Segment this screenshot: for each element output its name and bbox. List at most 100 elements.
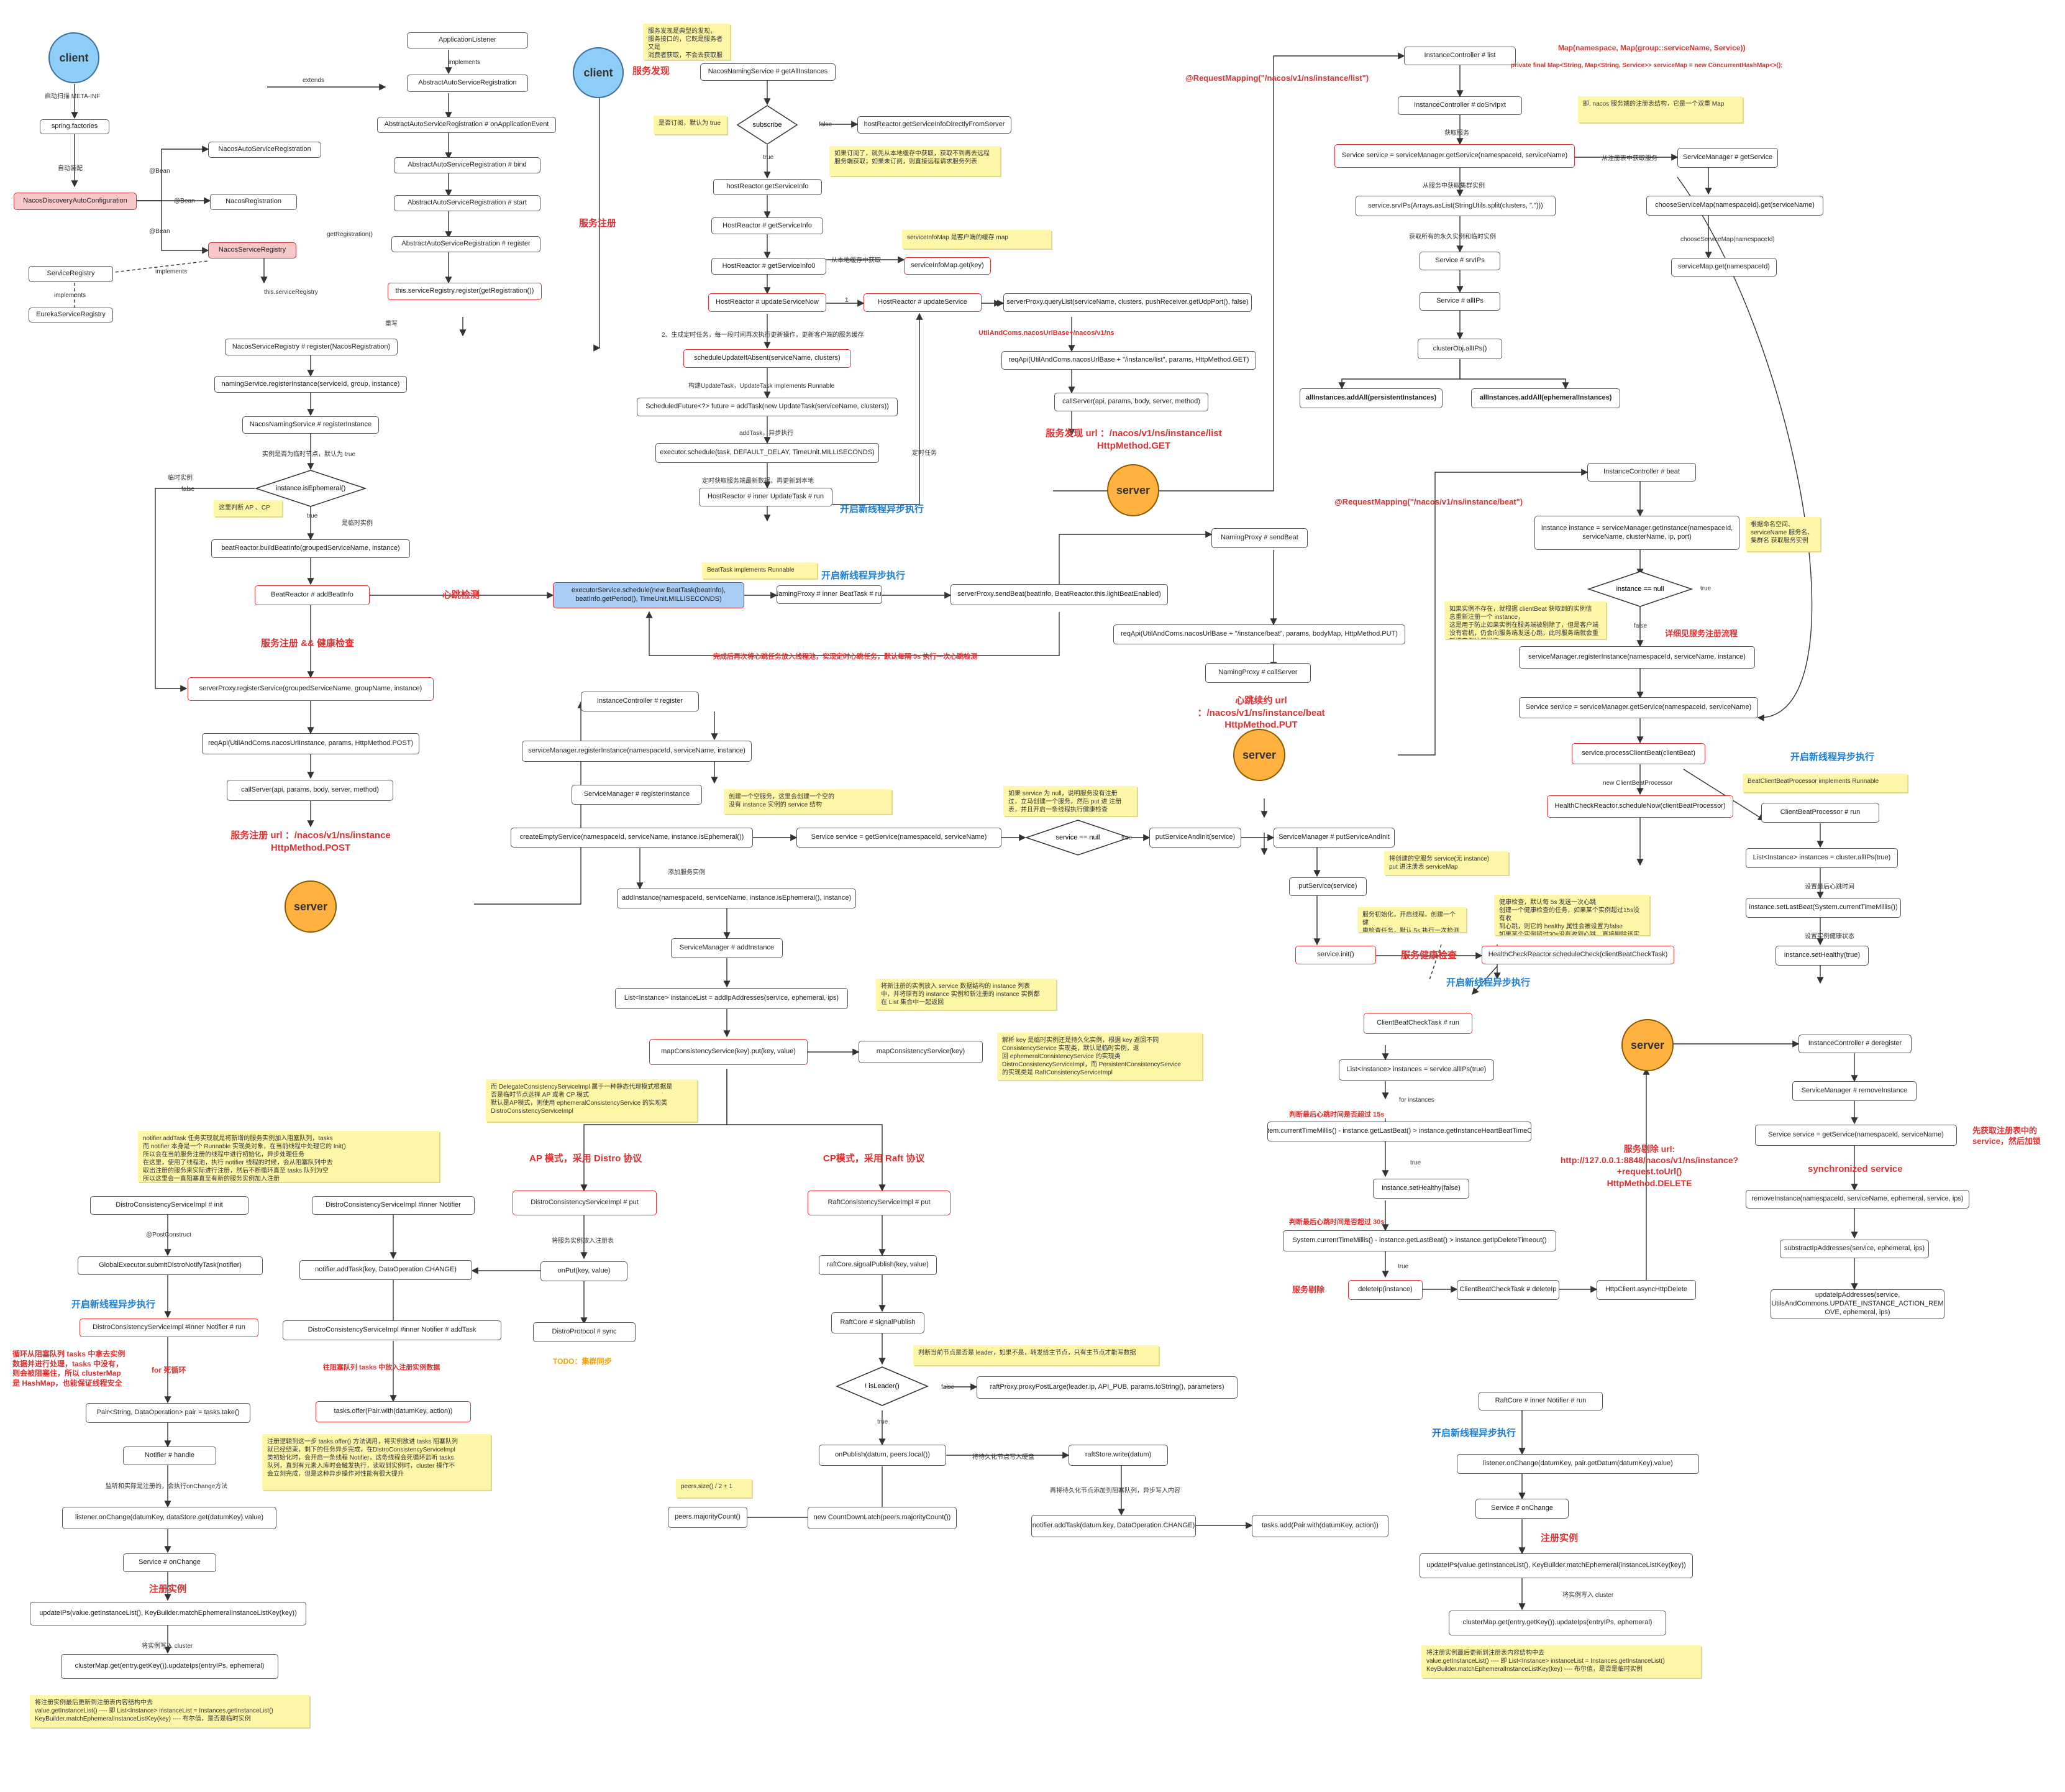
beat-get-service-node: Service service = serviceManager.getServ… [1519,697,1758,718]
health-check-label: 服务健康检查 [1401,950,1457,961]
edge-label: implements [155,268,188,275]
edge-label: false [181,486,195,493]
cp-mode-label: CP模式，采用 Raft 协议 [823,1153,925,1164]
raft-tasks-add-node: tasks.add(Pair.with(datumKey, action)) [1252,1515,1388,1537]
map-consistency-service-node: mapConsistencyService(key) [859,1041,983,1063]
ap-cp-note: 这里判断 AP 、CP [214,500,282,516]
edge-label: true [307,513,318,519]
delegate-note: 而 DelegateConsistencyServiceImpl 属于一种静态代… [486,1079,697,1122]
beat-mapping-label: @RequestMapping("/nacos/v1/ns/instance/b… [1334,497,1523,506]
set-healthy-true-node: instance.setHealthy(true) [1776,946,1869,966]
peers-majority-node: peers.majorityCount() [668,1507,747,1528]
async-label: 开启新线程异步执行 [71,1299,156,1310]
src-ips-node: service.srvIPs(Arrays.asList(StringUtils… [1356,196,1556,216]
synchronized-label: synchronized service [1808,1164,1903,1174]
instance-controller-list-node: InstanceController # list [1404,47,1516,65]
create-empty-service-node: createEmptyService(namespaceId, serviceN… [511,828,753,848]
edge-label: 定时获取服务端最新数据，再更新到本地 [702,478,814,485]
subscribe-note: 是否订阅，默认为 true [654,116,727,134]
listener-on-change-node: listener.onChange(datumKey, dataStore.ge… [62,1507,276,1529]
beat-task-note: BeatTask implements Runnable [702,562,817,578]
countdown-latch-node: new CountDownLatch(peers.majorityCount()… [808,1507,957,1529]
client-circle: client [573,47,624,98]
register-url-label: 服务注册 url ：/nacos/v1/ns/instance HttpMeth… [230,830,391,853]
edge-label: addTask，异步执行 [739,430,794,437]
proxy-post-large-node: raftProxy.proxyPostLarge(leader.ip, API_… [977,1376,1238,1399]
async-label: 开启新线程异步执行 [1790,752,1875,762]
raft-service-on-change-node: Service # onChange [1475,1499,1569,1519]
todo-label: TODO：集群同步 [553,1357,612,1366]
list-url-label: 服务发现 url ：/nacos/v1/ns/instance/list Htt… [1046,428,1222,451]
beat-url-label: 心跳续约 url ：/nacos/v1/ns/instance/beat Htt… [1197,695,1325,730]
edge-label: 定时任务 [912,450,937,457]
sm-add-instance-node: ServiceManager # addInstance [671,938,783,958]
raft-update-ips-node: updateIPs(value.getInstanceList(), KeyBu… [1420,1553,1693,1578]
service-all-ips-node: Service # allIPs [1420,292,1500,311]
edge-label: 重写 [385,321,398,327]
edge-label: 获取所有的永久实例和临时实例 [1409,234,1496,240]
edge-label: false [1634,623,1648,629]
service-map-get-node: serviceMap.get(namespaceId) [1671,258,1777,277]
map-title-label: Map(namespace, Map(group::serviceName, S… [1558,43,1746,52]
service-manager-register-node: ServiceManager # registerInstance [572,785,702,805]
update-ip-addresses-node: updateIpAddresses(service, UtilsAndCommo… [1771,1289,1944,1319]
distro-protocol-sync-node: DistroProtocol # sync [533,1322,636,1342]
add-ip-note: 将新注册的实例放入 service 数据结构的 instance 列表 中，并将… [876,979,1056,1010]
edge-label: 从本地缓存中获取 [831,257,881,264]
distro-init-node: DistroConsistencyServiceImpl # init [90,1196,248,1215]
put-service-node: putService(service) [1289,877,1367,896]
tasks-offer-node: tasks.offer(Pair.with(datumKey, action)) [316,1401,471,1422]
subscribe-label: subscribe [752,121,782,129]
server-circle: server [1233,729,1285,781]
list-get-service-node: Service service = serviceManager.getServ… [1334,144,1575,168]
edge-label: @Bean [149,168,170,175]
edge-label: 是临时实例 [342,520,373,527]
distro-put-node: DistroConsistencyServiceImpl # put [513,1191,657,1215]
abs-start-node: AbstractAutoServiceRegistration # start [394,195,540,211]
send-beat-node: serverProxy.sendBeat(beatInfo, BeatReact… [950,584,1168,605]
edge-label: implements [449,59,481,66]
map-note: 即, nacos 服务端的注册表结构，它是一个双重 Map [1578,96,1743,122]
async-label: 开启新线程异步执行 [840,504,924,514]
edge-label: for instances [1399,1097,1434,1104]
edge-label: 实例是否为临时节点，默认为 true [262,451,356,458]
choose-service-map-node: chooseServiceMap(namespaceId).get(servic… [1646,196,1823,216]
remove-instance-node: removeInstance(namespaceId, serviceName,… [1746,1190,1969,1209]
nacos-service-registry-node: NacosServiceRegistry [208,242,296,258]
util-note-label: UtilAndComs.nacosUrlBase+/nacos/v1/ns [978,329,1115,337]
notifier-add-task-note: notifier.addTask 任务实现就是将新增的服务实例加入阻塞队列，ta… [138,1131,439,1182]
edge-label: @Bean [149,228,170,235]
compare-15s-node: System.currentTimeMillis() - instance.ge… [1267,1122,1531,1141]
sm-register-instance-node: serviceManager.registerInstance(namespac… [522,741,752,762]
edge-label: 再将待久化节点添加到阻塞队列，异步写入内容 [1050,1488,1180,1494]
register-instance-label: 注册实例 [149,1584,187,1594]
distro-inner-add-task-node: DistroConsistencyServiceImpl #inner Noti… [283,1320,501,1340]
spring-factories-node: spring.factories [40,119,109,134]
notifier-handle-node: Notifier # handle [123,1447,216,1465]
map-consistency-put-node: mapConsistencyService(key).put(key, valu… [649,1039,808,1065]
on-publish-node: onPublish(datum, peers.local()) [819,1445,946,1466]
client-circle: client [48,32,99,83]
async-label: 开启新线程异步执行 [1446,977,1531,988]
service-register-label: 服务注册 [579,218,617,229]
application-listener-node: ApplicationListener [407,32,528,48]
client-beat-processor-run-node: ClientBeatProcessor # run [1761,803,1879,823]
create-empty-note: 创建一个空服务，这里会创建一个空的 没有 instance 实例的 servic… [724,789,891,814]
eureka-registry-node: EurekaServiceRegistry [29,308,113,322]
schedule-check-node: HealthCheckReactor.scheduleCheck(clientB… [1482,946,1674,964]
update-service-node: HostReactor # updateService [864,293,982,312]
scheduled-future-node: ScheduledFuture<?> future = addTask(new … [637,398,898,416]
edge-label: 2、生成定时任务，每一段时间再次执行更新操作，更新客户端的服务缓存 [662,332,864,339]
sm-put-service-and-init-node: ServiceManager # putServiceAndInit [1274,828,1395,848]
edge-label: implements [54,292,86,299]
edge-label: getRegistration() [327,231,373,238]
edge-label: 从服务中获取集群实例 [1423,183,1485,190]
cluster-map-update-node: clusterMap.get(entry.getKey()).updateIps… [61,1654,278,1679]
distro-notifier-run-node: DistroConsistencyServiceImpl #inner Noti… [80,1319,258,1337]
edge-label: true [1398,1263,1409,1270]
nacos-naming-service-register-node: NacosNamingService # registerInstance [242,416,379,434]
register-instance-label: 注册实例 [1541,1533,1579,1543]
edge-label: true [1121,834,1133,841]
service-info-map-note: serviceInfoMap 是客户端的缓存 map [902,230,1051,249]
